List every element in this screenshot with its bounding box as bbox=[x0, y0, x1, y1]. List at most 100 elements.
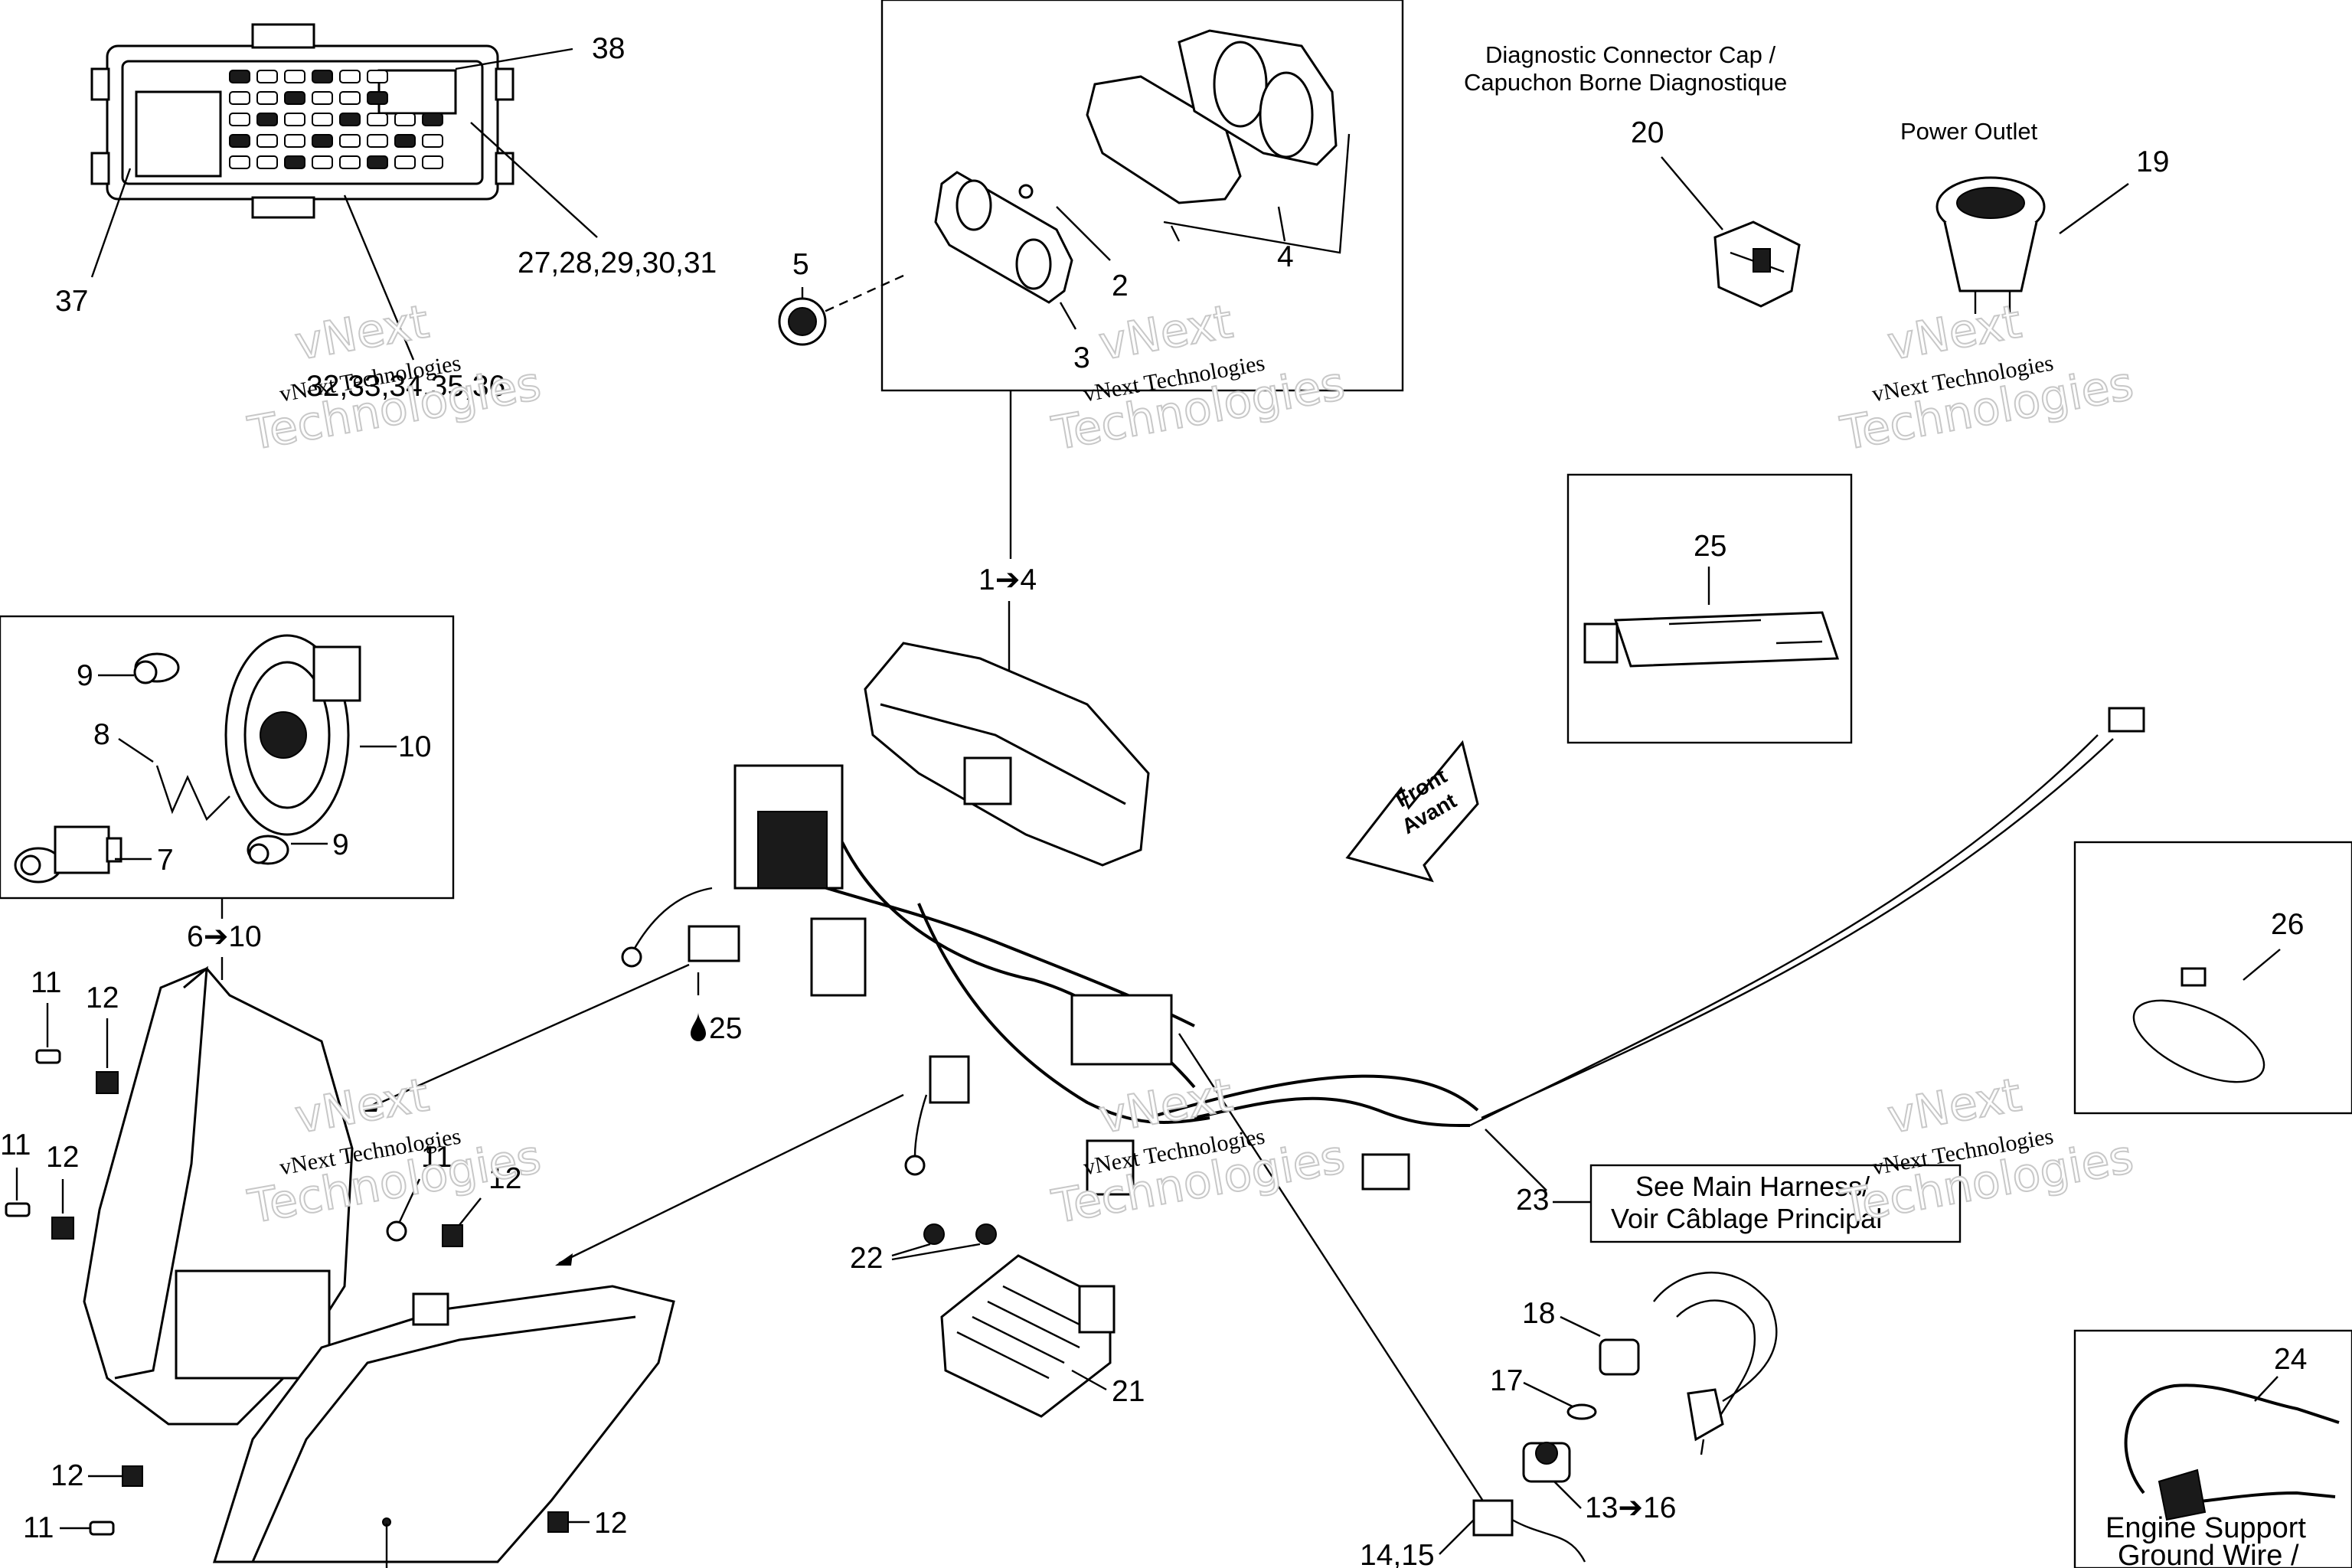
fuse-slot bbox=[229, 113, 250, 126]
fuse-slot bbox=[394, 134, 416, 148]
callout-11-c: 11 bbox=[421, 1141, 452, 1174]
callout-24: 24 bbox=[2274, 1343, 2307, 1376]
nut-d bbox=[122, 1465, 143, 1487]
fuse-slot bbox=[339, 155, 361, 169]
ground-wire-box bbox=[2073, 1329, 2352, 1568]
engine-support-caption-2: Ground Wire / bbox=[2118, 1540, 2299, 1568]
callout-3: 3 bbox=[1073, 341, 1090, 374]
callout-21: 21 bbox=[1112, 1375, 1145, 1408]
callout-12-c: 12 bbox=[488, 1162, 521, 1195]
tether-switch bbox=[1522, 1442, 1571, 1483]
callout-5: 5 bbox=[792, 248, 809, 281]
fuse-slot bbox=[312, 113, 333, 126]
callout-9-bot: 9 bbox=[332, 828, 349, 861]
fuse-slot bbox=[256, 113, 278, 126]
grease-box bbox=[1566, 473, 1853, 744]
fuse-slot bbox=[367, 113, 388, 126]
diag-cap-caption-2: Capuchon Borne Diagnostique bbox=[1464, 69, 1787, 96]
screw-b bbox=[5, 1202, 31, 1217]
nut-a bbox=[96, 1071, 119, 1094]
callout-11-b: 11 bbox=[0, 1129, 31, 1161]
callout-12-b: 12 bbox=[46, 1141, 79, 1174]
headlight-socket bbox=[224, 634, 361, 836]
gauge-housing bbox=[1086, 29, 1338, 204]
callout-7: 7 bbox=[157, 844, 174, 877]
callout-20: 20 bbox=[1631, 116, 1664, 149]
fuse-slot bbox=[422, 155, 443, 169]
rubber-cap-bottom bbox=[247, 835, 289, 865]
switch-connector bbox=[1472, 1499, 1514, 1537]
fuse-slot bbox=[229, 91, 250, 105]
diagnostic-connector-cap bbox=[1713, 220, 1801, 308]
fuse-slot bbox=[394, 113, 416, 126]
callout-23: 23 bbox=[1516, 1184, 1549, 1217]
fuse-slot bbox=[367, 155, 388, 169]
main-harness-note-1: See Main Harness/ bbox=[1635, 1171, 1870, 1202]
right-headlight bbox=[212, 1285, 675, 1563]
fuse-slot bbox=[339, 134, 361, 148]
power-outlet bbox=[1936, 176, 2046, 314]
fuse-slot bbox=[367, 134, 388, 148]
watermark-6: vNext Technologies vNext Technologies bbox=[1836, 1067, 2138, 1235]
callout-25-drop: 25 bbox=[709, 1012, 742, 1045]
callout-12-d: 12 bbox=[51, 1459, 83, 1492]
fuse-slot bbox=[256, 155, 278, 169]
fuse-slot bbox=[256, 134, 278, 148]
callout-13-16: 13➔16 bbox=[1585, 1491, 1676, 1524]
fuse-box bbox=[90, 23, 514, 219]
fuse-slot bbox=[312, 134, 333, 148]
fuse-slot bbox=[284, 113, 305, 126]
nut-22-b bbox=[975, 1223, 997, 1245]
washer-17 bbox=[1566, 1403, 1597, 1420]
callout-12-e: 12 bbox=[594, 1507, 627, 1540]
gauge-bezel bbox=[934, 171, 1073, 304]
nut-e bbox=[547, 1511, 569, 1533]
callout-19: 19 bbox=[2136, 145, 2169, 178]
front-arrow: Front Avant bbox=[1345, 740, 1479, 883]
watermark-3: vNext Technologies vNext Technologies bbox=[1836, 294, 2138, 462]
fuse-slot bbox=[312, 155, 333, 169]
gauge-cluster-assembled bbox=[864, 642, 1150, 867]
callout-6-10: 6➔10 bbox=[187, 920, 262, 953]
fuse-slot bbox=[367, 70, 388, 83]
wiring-harness bbox=[621, 707, 2145, 1196]
fuse-slot bbox=[229, 134, 250, 148]
callout-2: 2 bbox=[1112, 270, 1129, 302]
callout-37: 37 bbox=[55, 285, 88, 318]
callout-25-box: 25 bbox=[1694, 530, 1726, 563]
callout-10: 10 bbox=[398, 730, 431, 763]
fuse-slot bbox=[229, 70, 250, 83]
left-headlight bbox=[83, 965, 354, 1426]
retaining-spring bbox=[155, 765, 230, 822]
watermark-5: vNext Technologies vNext Technologies bbox=[1047, 1067, 1350, 1235]
callout-17: 17 bbox=[1490, 1364, 1523, 1397]
nut-c bbox=[442, 1224, 463, 1247]
callout-4: 4 bbox=[1277, 240, 1294, 273]
main-harness-note-2: Voir Câblage Principal bbox=[1611, 1203, 1882, 1234]
safety-lanyard bbox=[1599, 1271, 1778, 1455]
fuse-slot bbox=[256, 70, 278, 83]
callout-32-36: 32,33,34,35,36 bbox=[306, 370, 505, 403]
voltage-regulator bbox=[940, 1254, 1116, 1418]
fuse-slot bbox=[339, 91, 361, 105]
fuse-slot bbox=[284, 70, 305, 83]
fuse-slot bbox=[284, 155, 305, 169]
fuse-slot bbox=[422, 113, 443, 126]
callout-26: 26 bbox=[2271, 908, 2304, 941]
fuse-slot bbox=[229, 155, 250, 169]
nut-b bbox=[51, 1217, 74, 1240]
bezel-cap bbox=[778, 297, 827, 346]
callout-18: 18 bbox=[1522, 1297, 1555, 1330]
grease-tube bbox=[1583, 611, 1840, 668]
fuse-slot bbox=[312, 91, 333, 105]
callout-27-31: 27,28,29,30,31 bbox=[518, 247, 717, 279]
callout-9-top: 9 bbox=[77, 659, 93, 692]
fuse-slot bbox=[422, 134, 443, 148]
diag-cap-caption-1: Diagnostic Connector Cap / bbox=[1485, 41, 1775, 68]
ground-wire bbox=[2124, 1383, 2340, 1521]
callout-12-a: 12 bbox=[86, 982, 119, 1014]
headlight-bulb bbox=[14, 825, 122, 884]
callout-38: 38 bbox=[592, 32, 625, 65]
screw-a bbox=[35, 1049, 61, 1064]
